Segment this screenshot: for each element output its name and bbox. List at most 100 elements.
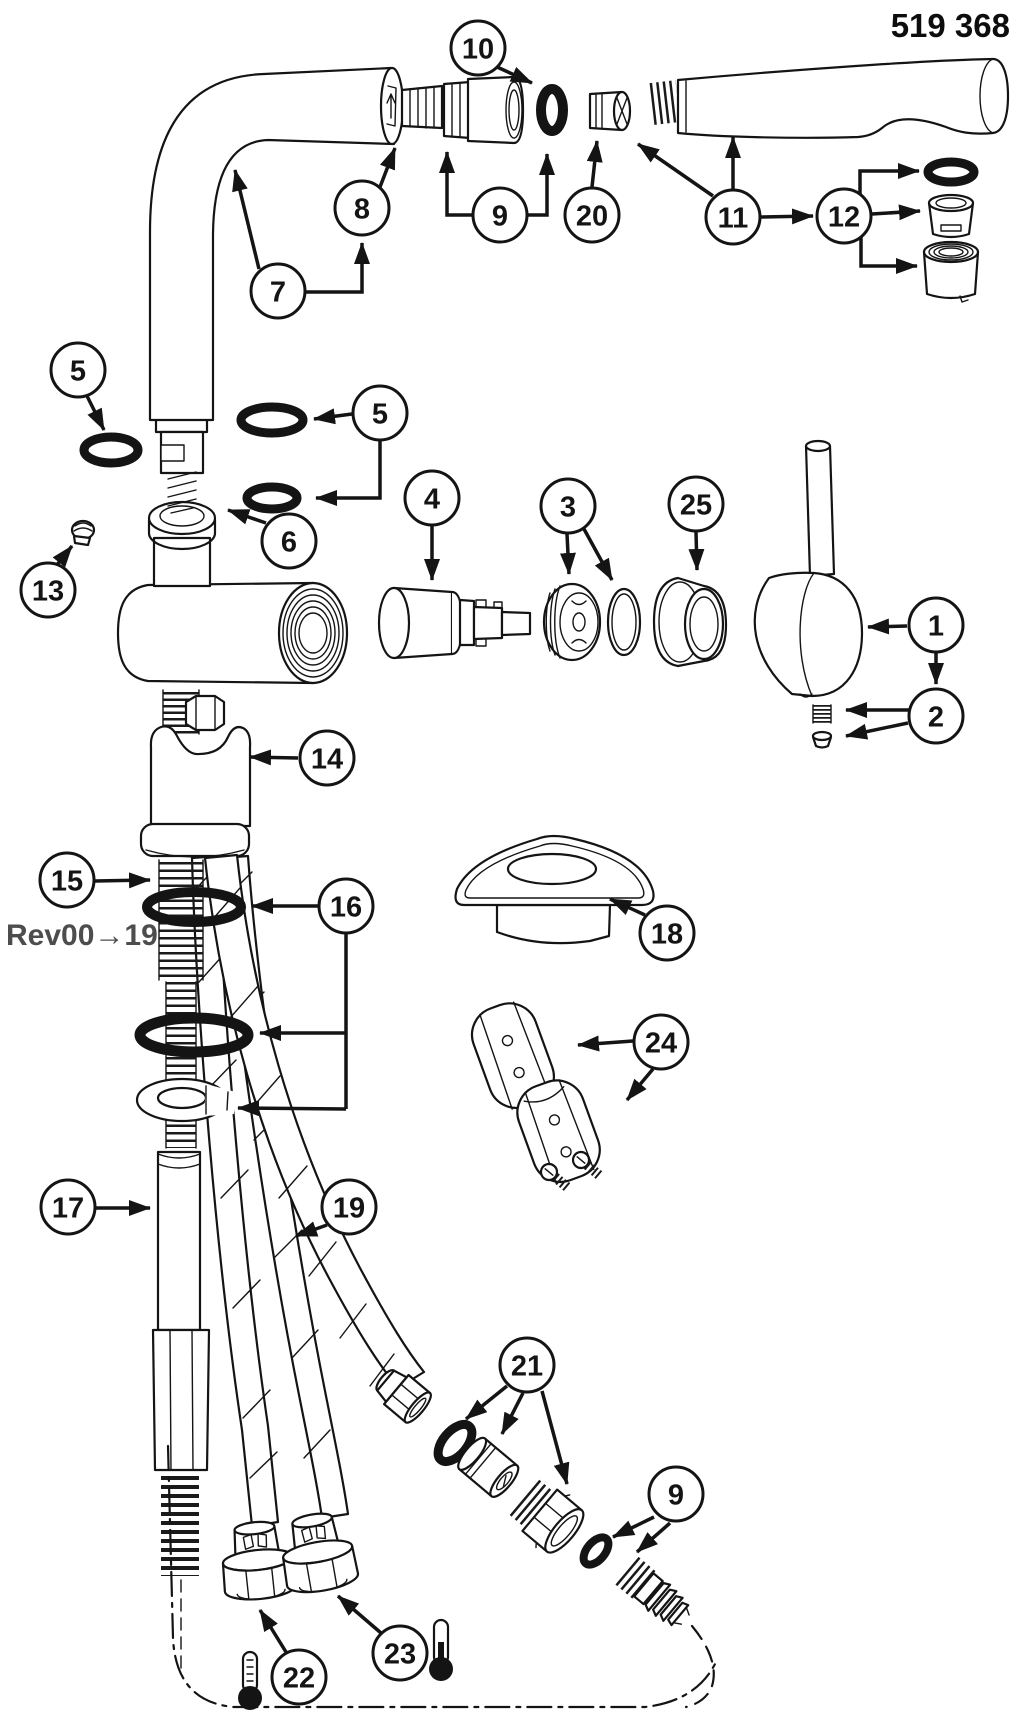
svg-text:3: 3 [560,491,576,523]
callout-7-spout: 7 [249,262,307,320]
mounting-stud-and-nut [162,689,226,735]
mounting-tube [151,1150,211,1669]
svg-text:15: 15 [51,865,83,897]
callout-14-shroud: 14 [298,729,356,787]
callout-20-flow-insert: 20 [563,186,621,244]
callout-10-o-ring: 10 [449,19,507,77]
callout-13-plug-screw: 13 [19,561,77,619]
callout-5-o-ring-pair: 5 [351,384,409,442]
spout-tube [148,66,405,422]
callout-11-spray-head: 11 [704,188,762,246]
coupling-o-ring [433,1419,477,1467]
faucet-body [116,581,349,685]
cold-thermometer-icon [238,1650,262,1710]
svg-text:24: 24 [645,1027,677,1059]
callout-17-mounting-tube: 17 [39,1178,97,1236]
coupling-nut [509,1479,585,1554]
set-screw [812,704,832,724]
svg-text:10: 10 [462,33,494,65]
callout-2-handle-set-screw-and-plug: 2 [907,687,965,745]
cartridge [377,586,532,660]
svg-text:2: 2 [928,701,944,733]
o-ring-16-lower [134,1012,254,1058]
callout-24-hose-clamp: 24 [632,1013,690,1071]
cold-supply-nut [221,1520,298,1601]
svg-text:23: 23 [384,1638,416,1670]
coupling [442,75,525,145]
o-ring-5-left [79,432,143,468]
check-valve-insert [457,1436,520,1498]
svg-text:25: 25 [680,489,712,521]
svg-text:11: 11 [718,202,749,234]
svg-text:13: 13 [32,575,64,607]
callout-25-trim-ring: 25 [667,475,725,533]
callout-21-hose-coupling-set: 21 [498,1336,556,1394]
escutcheon [454,834,655,945]
callout-5-o-ring: 5 [49,341,107,399]
callout-9-hose-o-ring-and-nipple: 9 [647,1465,705,1523]
callout-19-supply-hose: 19 [320,1178,378,1236]
leader-lines [52,65,944,1653]
hot-supply-nut [282,1512,360,1594]
svg-text:5: 5 [372,398,388,430]
svg-text:8: 8 [354,193,370,225]
svg-text:18: 18 [651,918,683,950]
svg-text:14: 14 [311,743,343,775]
svg-text:19: 19 [333,1192,365,1224]
o-ring-16-upper [142,887,246,927]
lever-handle [753,439,864,698]
hose-nipple-o-ring [579,1533,613,1569]
cartridge-seal [606,587,642,657]
callout-4-cartridge: 4 [403,469,461,527]
o-ring-10 [536,84,568,136]
aerator-set [922,157,980,303]
callout-1-lever-handle: 1 [907,596,965,654]
svg-text:12: 12 [828,201,860,233]
svg-text:21: 21 [511,1350,543,1382]
o-ring-5-lower [242,482,302,514]
o-ring-5-upper [236,402,308,438]
callout-23-hot-supply-nut: 23 [371,1624,429,1682]
trim-ring [652,576,728,668]
svg-text:7: 7 [270,276,286,308]
svg-text:22: 22 [283,1662,315,1694]
callout-18-escutcheon: 18 [638,904,696,962]
shroud [139,725,252,858]
cartridge-cap [542,582,602,662]
plug-screw [70,519,96,547]
callout-22-cold-supply-nut: 22 [270,1648,328,1706]
clamp-screw [571,1150,603,1180]
callout-8-spout-insert: 8 [333,179,391,237]
svg-text:16: 16 [330,891,362,923]
svg-text:4: 4 [424,483,440,515]
svg-text:9: 9 [492,200,508,232]
hot-thermometer-icon [429,1618,453,1681]
callout-16-o-rings-and-retainer: 16 [317,877,375,935]
spray-head [649,57,1010,139]
callout-9-coupling-and-o-ring: 9 [471,186,529,244]
sink-outline [166,1444,719,1709]
callout-3-cartridge-cap-and-seal: 3 [539,477,597,535]
hose-nipple [615,1556,690,1627]
retainer-washer [135,1077,236,1123]
revision-note: Rev00→19 [6,919,158,952]
flow-insert [588,90,632,132]
handle-plug [811,730,833,749]
spout-bellows [400,84,444,130]
svg-text:9: 9 [668,1479,684,1511]
spray-hose-nut [375,1369,432,1424]
bearing-ring [147,500,217,551]
clamp-screw [539,1162,571,1192]
svg-text:5: 5 [70,355,86,387]
callout-15-threaded-shank: 15 [38,851,96,909]
drawing-number: 519 368 [891,7,1010,44]
spray-hose-tail [684,1624,715,1709]
callout-12-aerator-set: 12 [815,187,873,245]
callout-6-bearing-ring: 6 [260,512,318,570]
svg-text:6: 6 [281,526,297,558]
spout-shank [154,416,209,514]
svg-text:1: 1 [928,610,944,642]
